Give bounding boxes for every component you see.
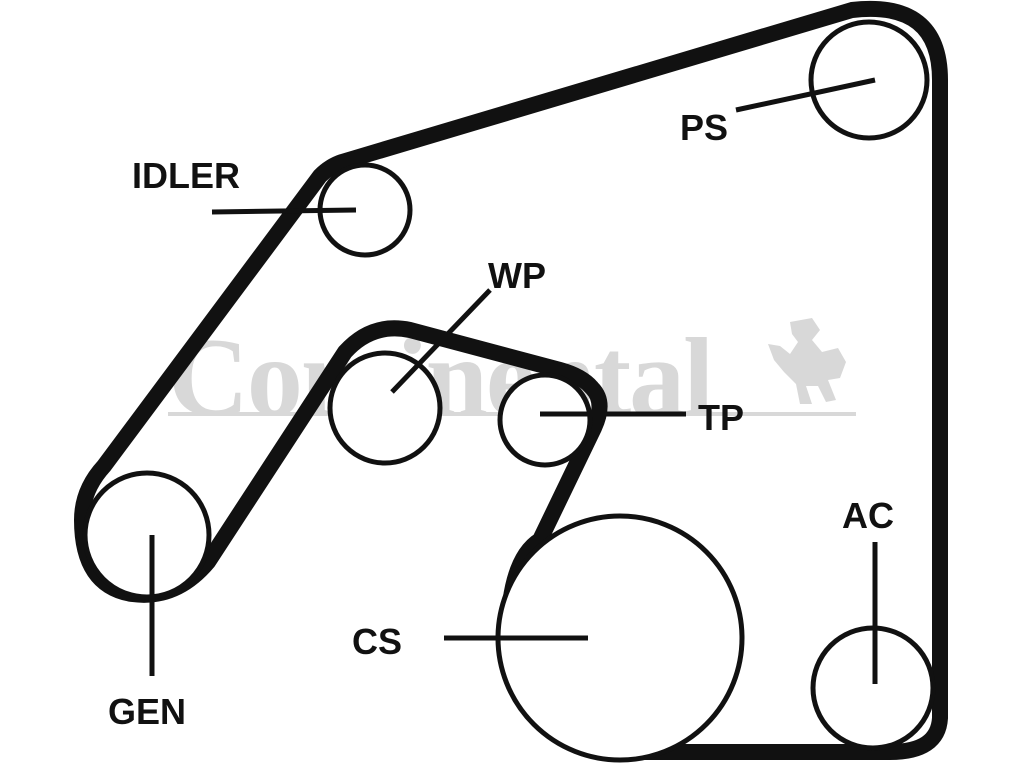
cs-label: CS — [352, 621, 402, 662]
tp-pulley — [497, 372, 593, 468]
wp-pulley — [327, 350, 443, 466]
ps-label: PS — [680, 107, 728, 148]
wp-label: WP — [488, 255, 546, 296]
ac-label: AC — [842, 495, 894, 536]
idler-label: IDLER — [132, 155, 240, 196]
tp-label: TP — [698, 397, 744, 438]
gen-label: GEN — [108, 691, 186, 732]
gen-pulley — [82, 470, 212, 600]
idler-leader-line — [211, 207, 357, 215]
ps-leader-line — [735, 77, 876, 113]
wp-leader-line — [390, 288, 492, 394]
horse-logo-icon — [768, 318, 846, 404]
